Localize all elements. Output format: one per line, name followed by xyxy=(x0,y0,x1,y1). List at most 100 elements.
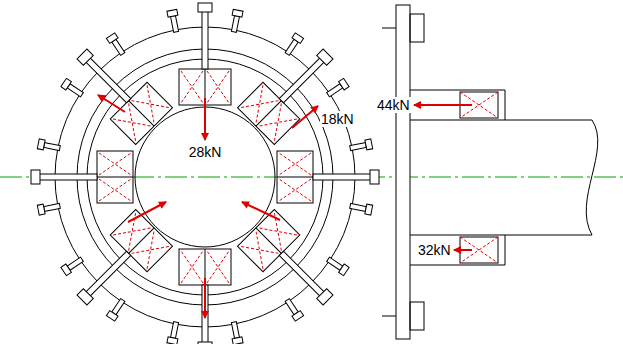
bolt-shaft xyxy=(350,143,367,151)
bolt-head xyxy=(106,311,118,322)
bolt-group xyxy=(167,9,181,33)
load-arrow xyxy=(204,98,206,140)
ring-circle xyxy=(77,49,333,305)
bolt-group xyxy=(325,255,349,276)
load-arrow xyxy=(98,95,125,112)
pad-divider xyxy=(129,228,154,253)
flange-plate xyxy=(396,5,410,339)
pipe-wall xyxy=(410,235,592,236)
bolt-shaft xyxy=(279,251,324,296)
bolt-head xyxy=(370,170,379,184)
sleeve-edge xyxy=(505,235,506,265)
side-view xyxy=(382,5,598,339)
bolt-head xyxy=(106,33,118,44)
bolt-shaft xyxy=(112,39,125,55)
bolt-shaft xyxy=(382,316,396,317)
bolt-head xyxy=(37,139,45,150)
pad-divider xyxy=(97,177,133,178)
pad-group xyxy=(238,36,347,145)
bolt-head xyxy=(410,14,424,42)
pad-block xyxy=(277,151,313,203)
pad-divider xyxy=(277,177,313,178)
load-value: 28kN xyxy=(188,144,223,160)
bolt-shaft xyxy=(350,203,367,211)
bolt-group xyxy=(61,78,85,99)
bolt-shaft xyxy=(171,322,179,339)
bolt-head xyxy=(77,289,93,305)
bolt-shaft xyxy=(171,16,179,33)
bolt-shaft xyxy=(44,143,61,151)
bolt-head xyxy=(365,204,373,215)
pad-cross xyxy=(460,92,498,263)
load-arrow xyxy=(128,202,166,222)
bolt-head xyxy=(31,170,40,184)
bolt-group xyxy=(349,201,373,215)
bolt-shaft xyxy=(231,322,239,339)
pad-divider xyxy=(129,101,154,126)
bolt-shaft xyxy=(67,84,83,97)
load-arrow xyxy=(414,104,472,106)
bolt-group xyxy=(106,33,127,57)
bolt-shaft xyxy=(327,84,343,97)
bolt-group xyxy=(37,201,61,215)
pad-cross xyxy=(279,153,311,201)
bolt-group xyxy=(283,297,304,321)
pad-group xyxy=(277,151,379,203)
load-arrow xyxy=(204,278,206,318)
load-arrow xyxy=(242,202,280,220)
bolt-shaft xyxy=(327,257,343,270)
bolt-head xyxy=(292,311,304,322)
bolt-group xyxy=(61,255,85,276)
bolt-shaft xyxy=(285,299,298,315)
pad-divider xyxy=(256,228,281,253)
bolt-head xyxy=(61,78,72,90)
bolt-head xyxy=(232,337,243,344)
bolt-head xyxy=(410,302,424,330)
pipe-wall xyxy=(410,120,592,121)
bolt-shaft xyxy=(202,11,208,69)
bolt-shaft xyxy=(231,16,239,33)
bolt-shaft xyxy=(44,203,61,211)
bolt-group xyxy=(283,33,304,57)
bolt-head xyxy=(167,9,178,17)
pad-cross xyxy=(99,153,131,201)
load-value: 18kN xyxy=(320,111,355,127)
bolt-shaft xyxy=(313,174,371,180)
bolt-shaft xyxy=(279,57,324,102)
load-value: 44kN xyxy=(376,97,411,113)
bolt-group xyxy=(229,9,243,33)
bolt-group xyxy=(349,139,373,153)
bolt-group xyxy=(37,139,61,153)
pad-group xyxy=(31,151,133,203)
ring-circle xyxy=(55,27,355,327)
bolt-head xyxy=(365,139,373,150)
pad-group xyxy=(64,36,173,145)
load-arrow xyxy=(292,106,318,128)
pad-block xyxy=(97,151,133,203)
bolt-head xyxy=(198,3,212,12)
load-value: 32kN xyxy=(417,242,452,258)
bolt-head xyxy=(198,342,212,344)
load-arrow xyxy=(454,249,472,251)
pad-group xyxy=(179,249,231,344)
bolt-shaft xyxy=(382,28,396,29)
bolt-head xyxy=(232,9,243,17)
bolt-head xyxy=(317,289,333,305)
bolt-shaft xyxy=(112,299,125,315)
pad-group xyxy=(179,3,231,105)
bolt-group xyxy=(106,297,127,321)
bolt-shaft xyxy=(39,174,97,180)
bolt-shaft xyxy=(85,57,130,102)
bolt-head xyxy=(61,264,72,276)
bolt-group xyxy=(325,78,349,99)
bolt-head xyxy=(292,33,304,44)
bolt-head xyxy=(77,49,93,65)
bolt-shaft xyxy=(67,257,83,270)
bolt-group xyxy=(167,321,181,344)
pad-group xyxy=(238,210,347,319)
sleeve-edge xyxy=(410,90,505,91)
bolt-head xyxy=(339,78,350,90)
sleeve-edge xyxy=(410,265,505,266)
bolt-head xyxy=(339,264,350,276)
bolt-head xyxy=(37,204,45,215)
